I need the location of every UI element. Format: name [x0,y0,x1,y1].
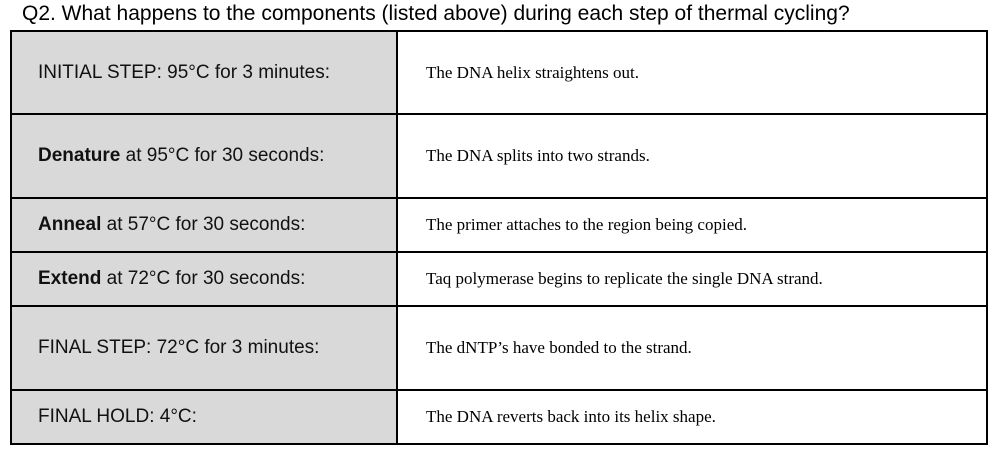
step-label-text: FINAL STEP: 72°C for 3 minutes: [38,337,320,358]
step-label-text: INITIAL STEP: 95°C for 3 minutes: [38,61,330,83]
step-label-text: at 95°C for 30 seconds: [120,145,325,166]
step-label-bold: Extend [38,268,102,289]
step-label-text: FINAL HOLD: 4°C: [38,406,197,427]
answer-cell[interactable]: The DNA splits into two strands. [396,113,988,199]
table-row: Anneal at 57°C for 30 seconds: The prime… [10,197,988,253]
table-row: FINAL STEP: 72°C for 3 minutes: The dNTP… [10,305,988,391]
step-label-bold: Denature [38,145,121,166]
question-title: Q2. What happens to the components (list… [22,2,850,25]
table-row: Denature at 95°C for 30 seconds: The DNA… [10,113,988,199]
thermal-cycling-table: INITIAL STEP: 95°C for 3 minutes: The DN… [10,30,988,445]
step-label-bold: Anneal [38,214,102,235]
step-label: Extend at 72°C for 30 seconds: [10,251,398,307]
table-row: Extend at 72°C for 30 seconds: Taq polym… [10,251,988,307]
step-label: INITIAL STEP: 95°C for 3 minutes: [10,30,398,115]
answer-cell[interactable]: Taq polymerase begins to replicate the s… [396,251,988,307]
step-label: FINAL STEP: 72°C for 3 minutes: [10,305,398,391]
answer-cell[interactable]: The DNA reverts back into its helix shap… [396,389,988,445]
answer-cell[interactable]: The primer attaches to the region being … [396,197,988,253]
step-label-text: at 72°C for 30 seconds: [101,268,306,289]
step-label: Anneal at 57°C for 30 seconds: [10,197,398,253]
table-row: INITIAL STEP: 95°C for 3 minutes: The DN… [10,30,988,115]
step-label: Denature at 95°C for 30 seconds: [10,113,398,199]
table-row: FINAL HOLD: 4°C: The DNA reverts back in… [10,389,988,445]
step-label: FINAL HOLD: 4°C: [10,389,398,445]
answer-cell[interactable]: The dNTP’s have bonded to the strand. [396,305,988,391]
step-label-text: at 57°C for 30 seconds: [101,214,306,235]
answer-cell[interactable]: The DNA helix straightens out. [396,30,988,115]
